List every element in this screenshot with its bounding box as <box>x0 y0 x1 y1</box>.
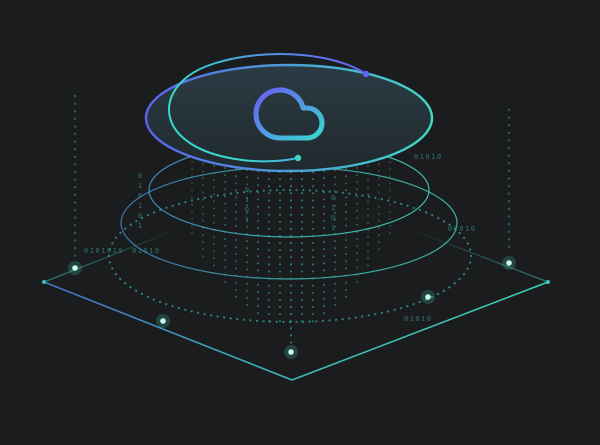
base-edge-lower <box>43 281 549 381</box>
orbit-arc <box>168 53 367 163</box>
binary-labels: 010101 0101010 01010 0101 0101 01010 010… <box>84 153 477 323</box>
binary-label: 01010 <box>132 247 161 255</box>
binary-label: 01010 <box>404 315 433 323</box>
base-edge-upper-right <box>291 183 549 283</box>
side-pillars <box>73 94 511 260</box>
binary-label: 0101 <box>243 186 251 226</box>
glow-dot <box>421 290 435 304</box>
binary-label: 0101010 <box>84 247 124 255</box>
binary-label: 01010 <box>448 225 477 233</box>
top-disc <box>144 53 434 173</box>
corner-dot-right <box>546 280 550 284</box>
base-platform <box>42 183 550 381</box>
dotted-base-ring <box>107 188 473 324</box>
glow-dot <box>156 314 170 328</box>
binary-label: 01010 <box>414 153 443 161</box>
cloud-icon <box>253 87 325 141</box>
data-rain <box>191 161 391 345</box>
glow-dot <box>284 345 298 359</box>
binary-label: 010101 <box>136 172 144 232</box>
binary-label: 0101 <box>329 194 337 234</box>
orbit-end-dot <box>294 154 302 162</box>
base-edge-upper-left <box>43 183 293 283</box>
disc-surface <box>144 63 434 173</box>
orbit-start-dot <box>362 70 370 78</box>
corner-dot-left <box>42 280 46 284</box>
glow-dot <box>68 261 82 275</box>
glow-dots <box>68 256 516 359</box>
glow-dot <box>502 256 516 270</box>
